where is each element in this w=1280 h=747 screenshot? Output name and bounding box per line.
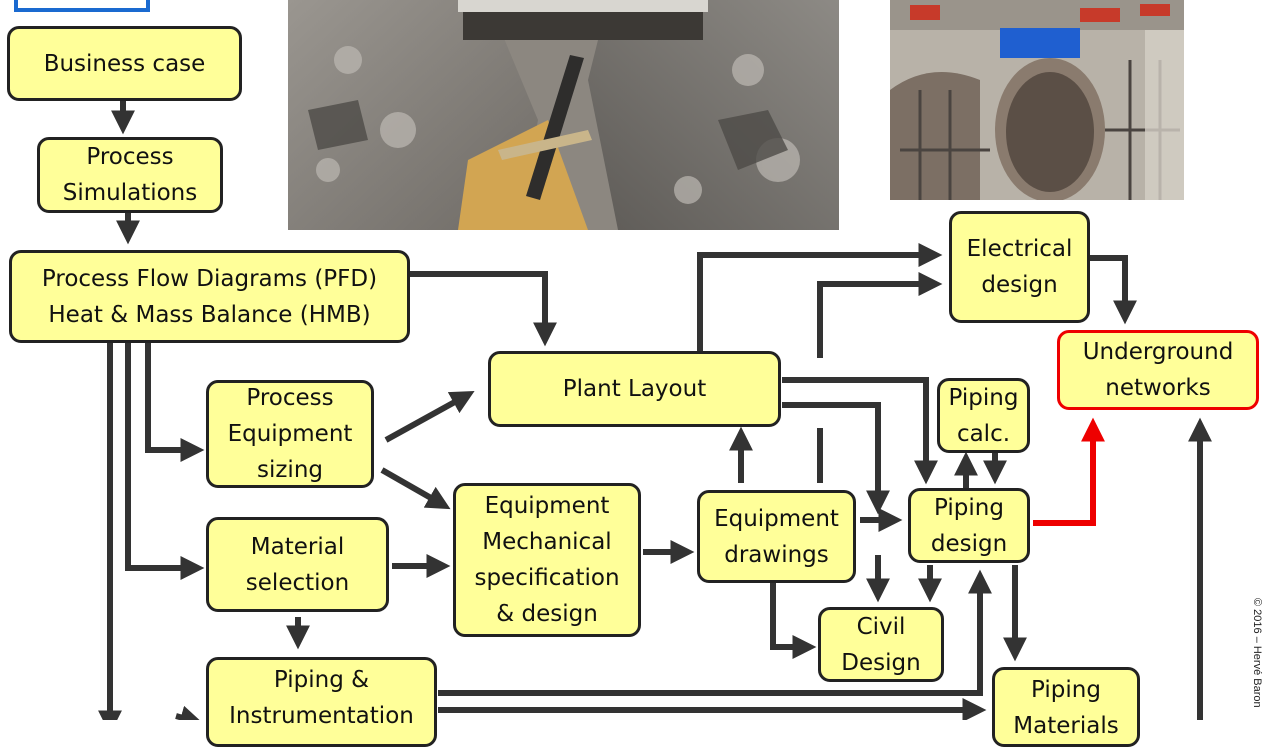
equipment-drawings-box: Equipment drawings bbox=[697, 490, 856, 583]
arrow-layout-to-piping-a bbox=[782, 380, 926, 470]
underground-networks-box: Underground networks bbox=[1057, 330, 1259, 410]
arrow-sizing-to-mech bbox=[382, 470, 438, 502]
piping-design-label: Piping design bbox=[931, 490, 1007, 562]
arrow-sizing-to-layout bbox=[386, 398, 462, 440]
equipment-mechanical-label: Equipment Mechanical specification & des… bbox=[474, 488, 619, 632]
piping-instrumentation-box: Piping & Instrumentation bbox=[206, 657, 437, 747]
piping-calc-label: Piping calc. bbox=[949, 380, 1019, 452]
process-simulations-box: Process Simulations bbox=[37, 137, 223, 213]
arrow-drawings-to-electrical bbox=[820, 284, 928, 358]
electrical-design-label: Electrical design bbox=[967, 231, 1073, 303]
underground-networks-label: Underground networks bbox=[1083, 334, 1234, 406]
arrow-drawings-to-civil-b bbox=[773, 583, 802, 647]
pfd-hmb-label: Process Flow Diagrams (PFD) Heat & Mass … bbox=[42, 261, 377, 333]
material-selection-label: Material selection bbox=[246, 529, 349, 601]
piping-materials-box: Piping Materials bbox=[992, 667, 1140, 747]
material-selection-box: Material selection bbox=[206, 517, 389, 612]
arrow-electrical-to-underground bbox=[1088, 258, 1125, 310]
civil-design-box: Civil Design bbox=[818, 607, 944, 682]
arrow-pfd-to-layout bbox=[409, 274, 545, 332]
arrow-pfd-to-material bbox=[128, 343, 190, 568]
plant-layout-label: Plant Layout bbox=[563, 371, 706, 407]
equipment-mechanical-box: Equipment Mechanical specification & des… bbox=[453, 483, 641, 637]
arrow-piping-to-underground bbox=[1033, 432, 1093, 523]
civil-design-label: Civil Design bbox=[841, 609, 920, 681]
equipment-drawings-label: Equipment drawings bbox=[714, 501, 839, 573]
process-equipment-sizing-label: Process Equipment sizing bbox=[228, 380, 353, 488]
business-case-box: Business case bbox=[7, 26, 242, 101]
process-equipment-sizing-box: Process Equipment sizing bbox=[206, 380, 374, 488]
arrow-layout-to-electrical bbox=[700, 255, 928, 352]
process-simulations-label: Process Simulations bbox=[63, 139, 198, 211]
copyright-text: © 2016 – Hervé Baron bbox=[1249, 598, 1263, 738]
arrow-pfd-to-sizing bbox=[148, 343, 190, 450]
piping-calc-box: Piping calc. bbox=[937, 378, 1030, 453]
electrical-design-box: Electrical design bbox=[949, 211, 1090, 323]
piping-instrumentation-label: Piping & Instrumentation bbox=[229, 662, 414, 734]
arrow-layout-to-piping-b bbox=[782, 405, 878, 500]
pfd-hmb-box: Process Flow Diagrams (PFD) Heat & Mass … bbox=[9, 250, 410, 343]
piping-design-box: Piping design bbox=[908, 488, 1030, 563]
plant-layout-box: Plant Layout bbox=[488, 351, 781, 427]
business-case-label: Business case bbox=[44, 46, 206, 82]
arrow-left-to-pid bbox=[176, 716, 190, 720]
piping-materials-label: Piping Materials bbox=[1013, 672, 1118, 744]
